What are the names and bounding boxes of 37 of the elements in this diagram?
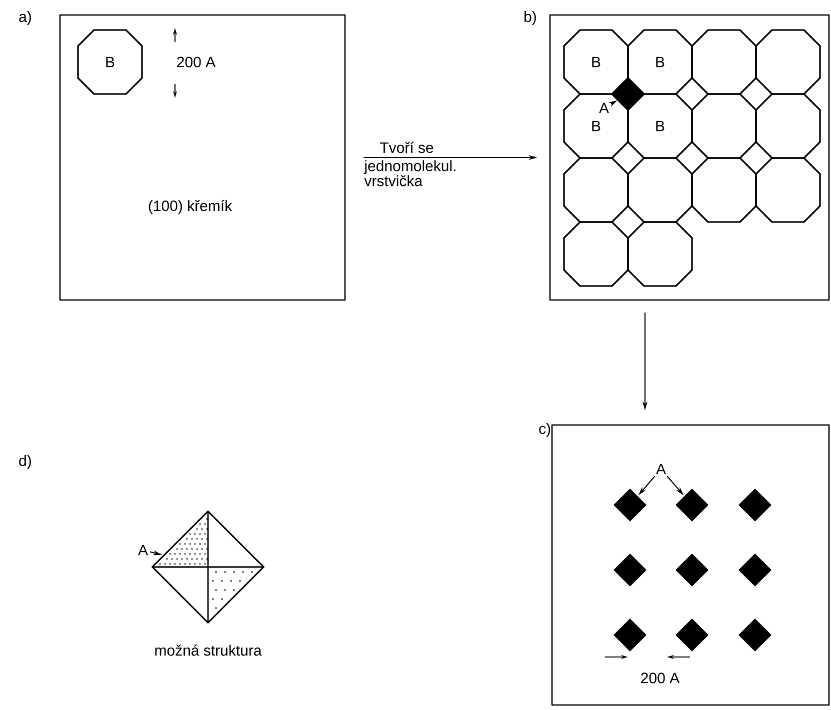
dimension-label: 200 A [641,672,680,684]
diamond [676,554,708,586]
label-text: jednomolekul. vrstvička [364,160,456,186]
octagon-cell [755,93,821,159]
panel-label: c) [539,423,550,437]
edge-label: Tvoří se [380,142,434,153]
octagon-cell: B [627,29,693,95]
callout-letter: A [599,102,609,114]
panel-label: a) [19,11,31,25]
octagon-cell [691,29,757,95]
octagon-cell [627,157,693,223]
octagon-cell [755,157,821,223]
diamond [738,488,772,522]
diamond [612,78,644,110]
octagon-cell [755,29,821,95]
dimension-label: 200 A [177,56,216,68]
octagon-cell: B [627,93,693,159]
diamond [738,618,772,652]
octagon-cell: B [563,29,629,95]
octagon-cell [563,221,629,287]
callout-letter: A [656,464,666,474]
octagon-cell [691,93,757,159]
octagon-cell [563,157,629,223]
diamond [614,554,646,586]
octagon-cell: B [77,29,143,95]
substrate-label: (100) křemík [148,200,232,214]
callout-letter: A [138,544,148,556]
diamond [676,488,708,522]
diamond [676,618,708,652]
diamond [738,554,772,586]
diamond [614,618,646,652]
node-label: možná struktura [155,644,262,656]
panel-label: b) [524,11,536,25]
diamond [614,488,646,522]
octagon-cell [691,157,757,223]
octagon-cell [627,221,693,287]
panel-label: d) [19,455,31,469]
